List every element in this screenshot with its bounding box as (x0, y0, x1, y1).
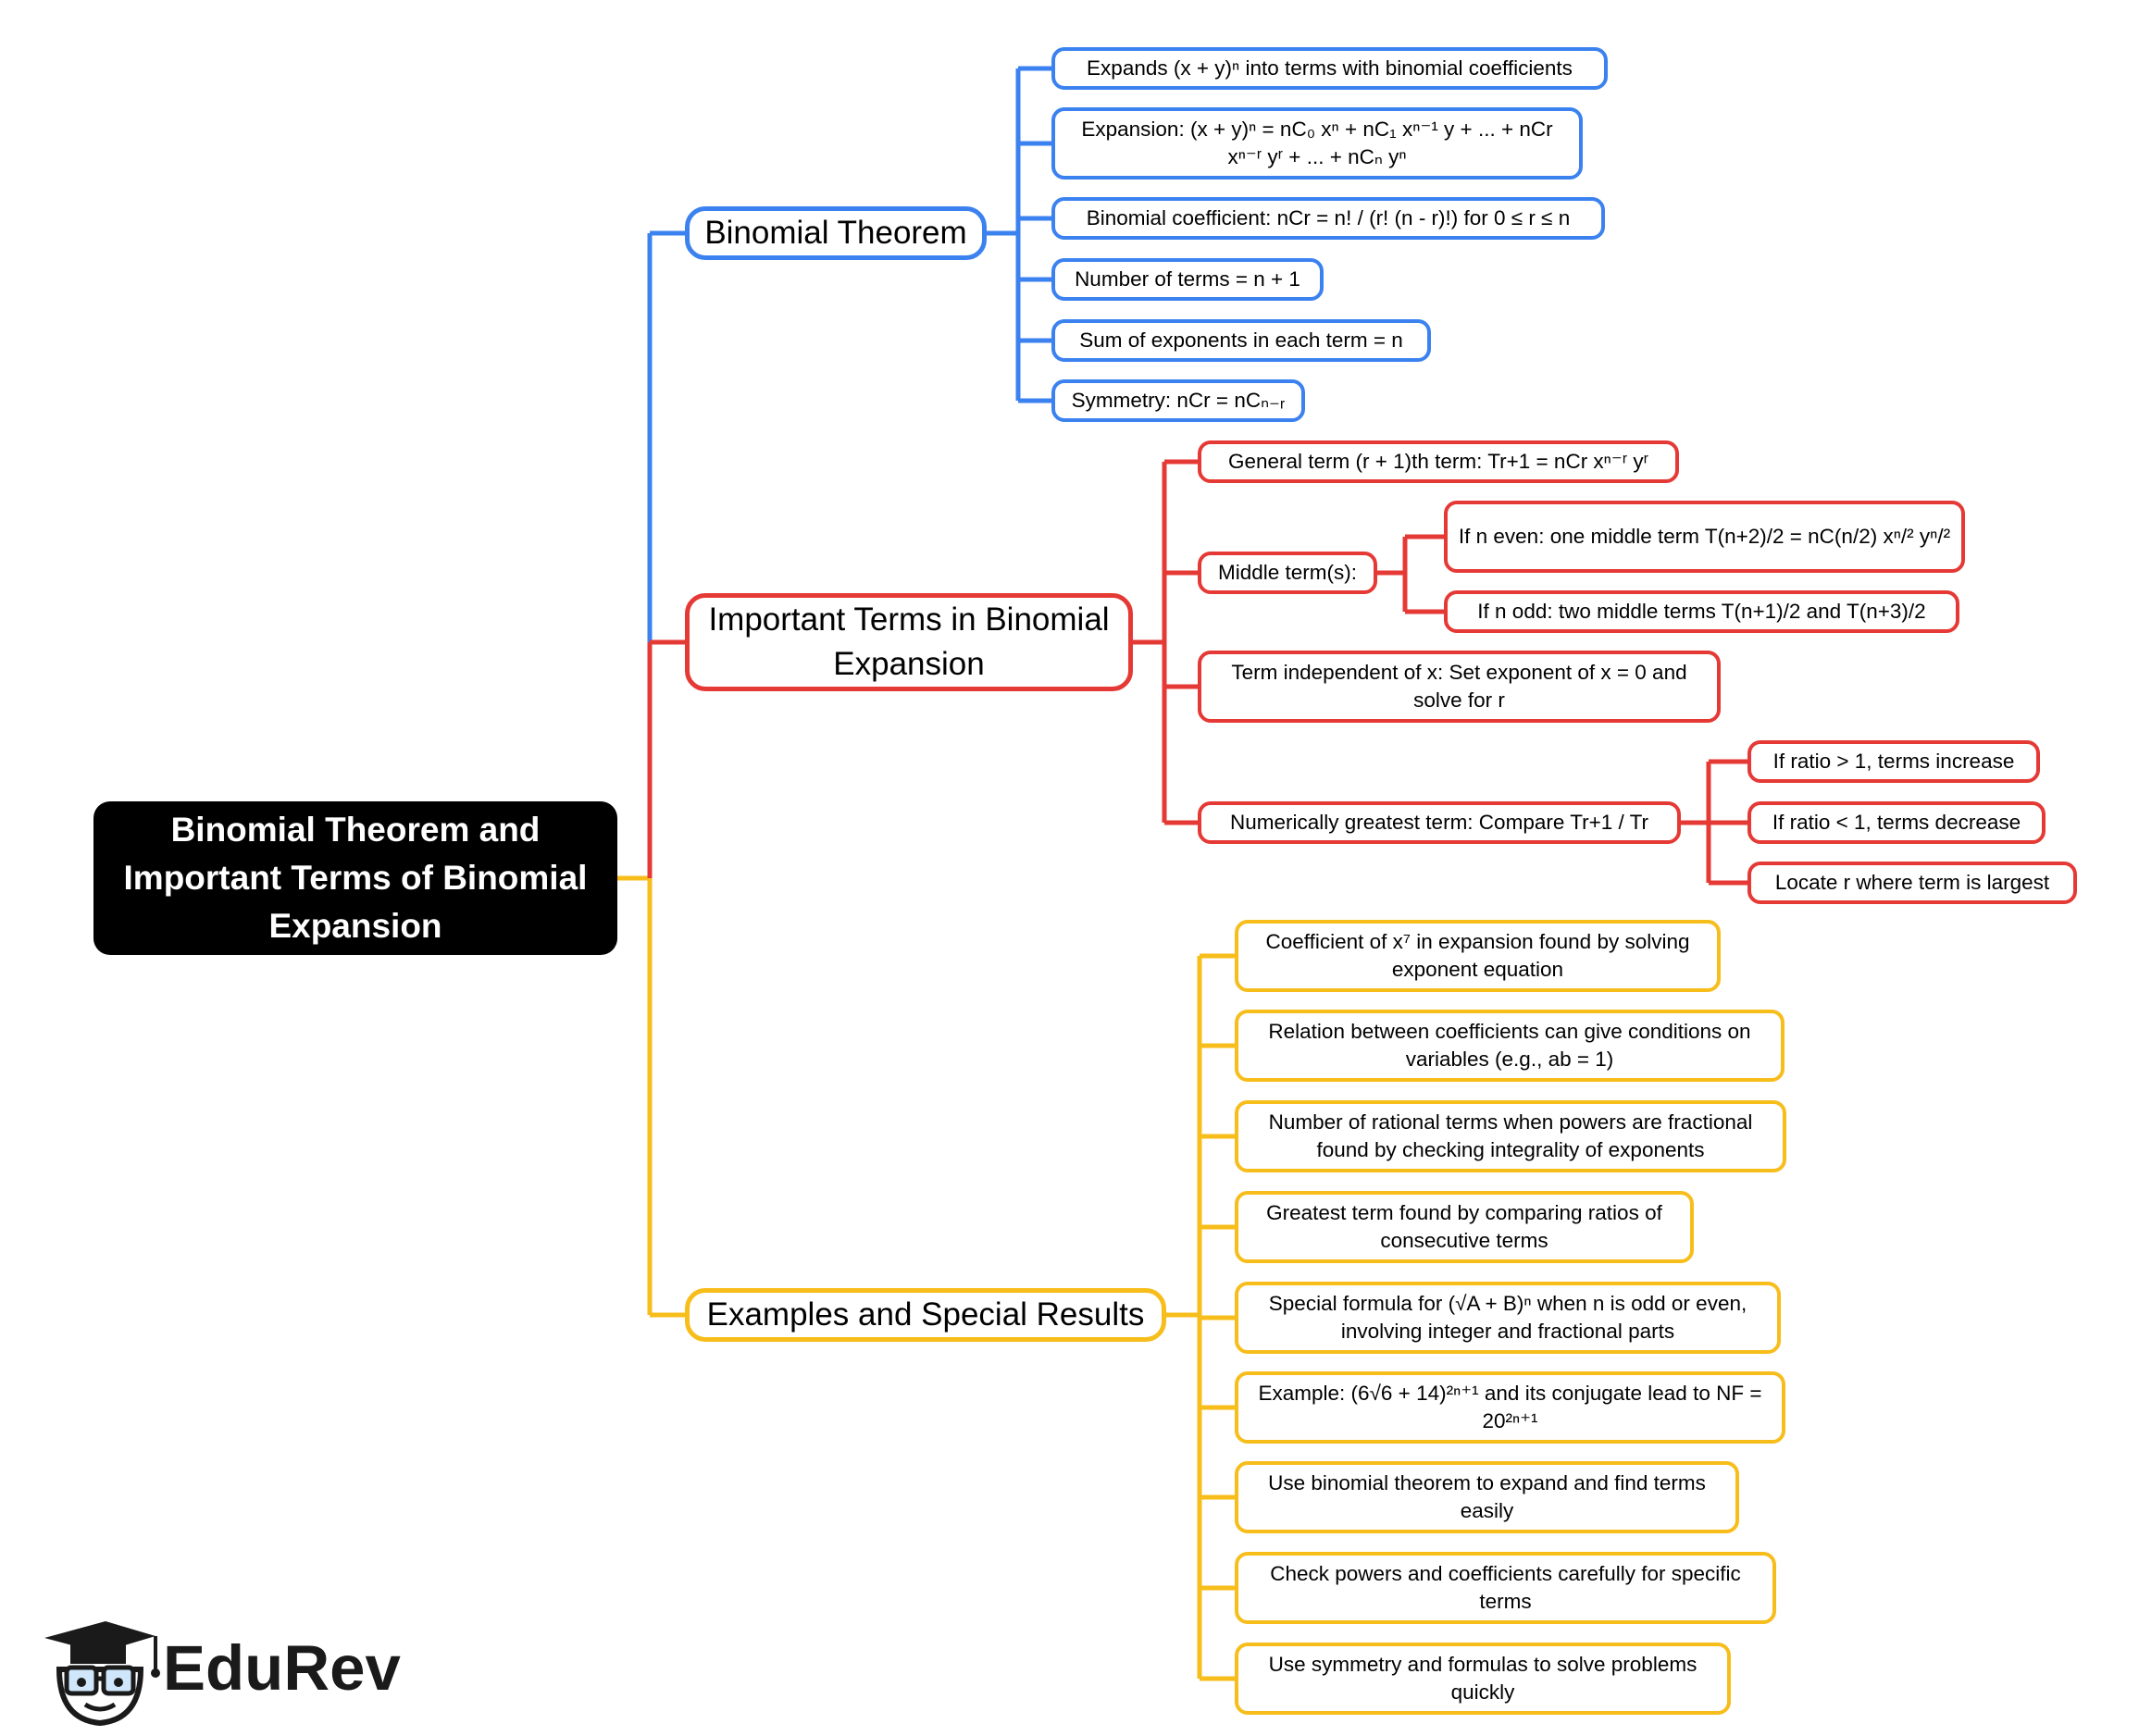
greatest-term-locate-r: Locate r where term is largest (1747, 862, 2077, 904)
binomial-leaf-expansion: Expansion: (x + y)ⁿ = nC₀ xⁿ + nC₁ xⁿ⁻¹ … (1051, 107, 1583, 180)
branch-binomial-theorem: Binomial Theorem (685, 206, 987, 260)
binomial-leaf-symmetry: Symmetry: nCr = nCₙ₋ᵣ (1051, 379, 1305, 422)
examples-leaf-rational-terms: Number of rational terms when powers are… (1235, 1100, 1786, 1172)
important-leaf-greatest-term: Numerically greatest term: Compare Tr+1 … (1198, 801, 1681, 844)
branch-important-terms: Important Terms in Binomial Expansion (685, 593, 1133, 691)
middle-term-even: If n even: one middle term T(n+2)/2 = nC… (1444, 501, 1965, 573)
graduation-cap-owl-icon (44, 1621, 160, 1727)
branch-examples-special-results: Examples and Special Results (685, 1288, 1166, 1342)
examples-leaf-coefficient-x7: Coefficient of x⁷ in expansion found by … (1235, 920, 1721, 992)
examples-leaf-special-formula: Special formula for (√A + B)ⁿ when n is … (1235, 1282, 1781, 1354)
examples-leaf-greatest-term: Greatest term found by comparing ratios … (1235, 1191, 1694, 1263)
binomial-leaf-expands: Expands (x + y)ⁿ into terms with binomia… (1051, 47, 1608, 90)
greatest-term-ratio-less: If ratio < 1, terms decrease (1747, 801, 2046, 844)
greatest-term-ratio-greater: If ratio > 1, terms increase (1747, 740, 2040, 783)
examples-leaf-check-powers: Check powers and coefficients carefully … (1235, 1552, 1776, 1624)
binomial-leaf-number-of-terms: Number of terms = n + 1 (1051, 258, 1324, 301)
binomial-leaf-coefficient: Binomial coefficient: nCr = n! / (r! (n … (1051, 197, 1605, 240)
middle-term-odd: If n odd: two middle terms T(n+1)/2 and … (1444, 590, 1959, 633)
important-leaf-independent-term: Term independent of x: Set exponent of x… (1198, 651, 1721, 723)
important-leaf-middle-term: Middle term(s): (1198, 552, 1377, 594)
binomial-leaf-sum-exponents: Sum of exponents in each term = n (1051, 319, 1431, 362)
examples-leaf-use-binomial: Use binomial theorem to expand and find … (1235, 1461, 1739, 1533)
examples-leaf-relation-coefficients: Relation between coefficients can give c… (1235, 1010, 1785, 1082)
logo-wordmark: EduRev (163, 1632, 401, 1704)
examples-leaf-conjugate-example: Example: (6√6 + 14)²ⁿ⁺¹ and its conjugat… (1235, 1371, 1785, 1444)
examples-leaf-use-symmetry: Use symmetry and formulas to solve probl… (1235, 1643, 1731, 1715)
root-topic: Binomial Theorem and Important Terms of … (93, 801, 617, 955)
important-leaf-general-term: General term (r + 1)th term: Tr+1 = nCr … (1198, 440, 1679, 483)
